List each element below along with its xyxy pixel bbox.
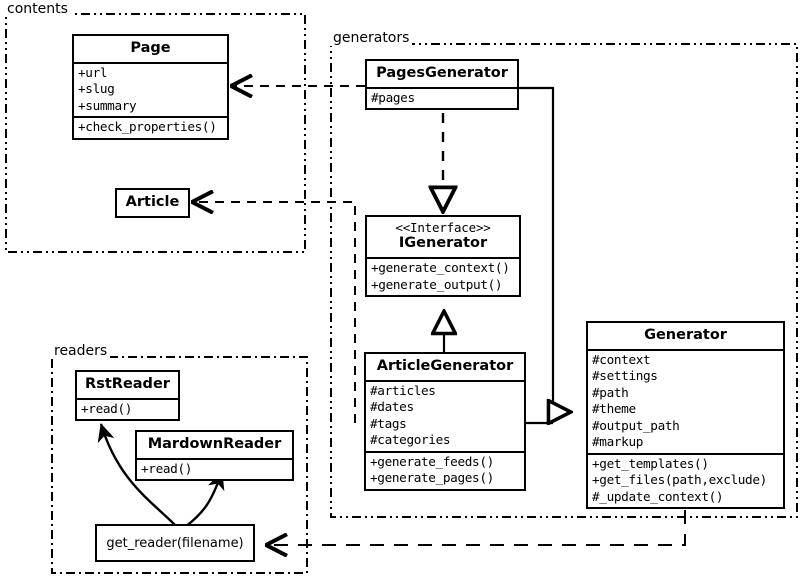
class-operations-igenerator: +generate_context() +generate_output()	[367, 257, 519, 295]
attribute-row: #markup	[592, 434, 644, 450]
package-border-generators	[330, 43, 798, 518]
function-name-get-reader: get_reader(filename)	[106, 535, 244, 551]
attribute-row: #categories	[370, 432, 451, 448]
attribute-row: #pages	[371, 89, 415, 105]
attribute-row: #theme	[592, 401, 636, 417]
class-name-rstreader: RstReader	[85, 376, 170, 392]
class-operations-rstreader: +read()	[77, 397, 178, 420]
attribute-row: #tags	[370, 415, 407, 431]
generalization-pagesgenerator-to-generator	[519, 86, 572, 412]
package-border-readers	[51, 356, 308, 574]
attribute-row: +summary	[78, 97, 137, 113]
attribute-row: #path	[592, 384, 629, 400]
class-box-article[interactable]: Article	[115, 188, 190, 218]
class-name-mardownreader: MardownReader	[147, 436, 282, 452]
dependency-articlegenerator-to-article	[193, 202, 356, 423]
operation-row: +get_templates()	[592, 455, 709, 471]
class-operations-articlegenerator: +generate_feeds() +generate_pages()	[366, 450, 524, 489]
class-box-page[interactable]: Page +url +slug +summary +check_properti…	[72, 34, 229, 140]
create-getreader-to-rstreader	[97, 423, 176, 526]
attribute-row: +slug	[78, 81, 115, 97]
attribute-row: #articles	[370, 382, 436, 398]
class-stereotype-igenerator: <<Interface>>	[395, 220, 491, 235]
class-attributes-generator: #context #settings #path #theme #output_…	[588, 348, 783, 453]
operation-row: +generate_output()	[371, 276, 503, 292]
class-box-mardownreader[interactable]: MardownReader +read()	[135, 430, 294, 482]
operation-row: +read()	[141, 460, 193, 476]
class-box-generator[interactable]: Generator #context #settings #path #them…	[586, 321, 785, 510]
class-attributes-pagesgenerator: #pages	[367, 86, 517, 109]
operation-row: +generate_pages()	[370, 470, 494, 486]
class-operations-generator: +get_templates() +get_files(path,exclude…	[588, 452, 783, 508]
operation-row: +generate_feeds()	[370, 453, 494, 469]
package-border-contents	[5, 13, 306, 253]
package-label-contents: contents	[4, 1, 71, 17]
dependency-generator-to-getreader	[267, 510, 686, 545]
class-attributes-page: +url +slug +summary	[74, 61, 227, 117]
class-name-text-igenerator: IGenerator	[398, 235, 488, 252]
operation-row: +get_files(path,exclude)	[592, 472, 767, 488]
class-name-generator: Generator	[644, 327, 727, 343]
class-name-igenerator: <<Interface>> IGenerator	[367, 217, 519, 257]
class-name-articlegenerator: ArticleGenerator	[376, 358, 514, 374]
class-box-rstreader[interactable]: RstReader +read()	[75, 370, 180, 422]
operation-row: +read()	[81, 400, 133, 416]
class-operations-mardownreader: +read()	[137, 457, 292, 480]
operation-row: +check_properties()	[78, 119, 217, 135]
attribute-row: #settings	[592, 368, 658, 384]
class-box-pagesgenerator[interactable]: PagesGenerator #pages	[365, 59, 519, 111]
class-name-page: Page	[130, 40, 171, 56]
function-box-get-reader[interactable]: get_reader(filename)	[95, 524, 255, 562]
class-name-pagesgenerator: PagesGenerator	[376, 65, 508, 81]
attribute-row: #context	[592, 351, 651, 367]
attribute-row: #output_path	[592, 417, 680, 433]
class-attributes-articlegenerator: #articles #dates #tags #categories	[366, 379, 524, 451]
class-box-articlegenerator[interactable]: ArticleGenerator #articles #dates #tags …	[364, 352, 526, 491]
attribute-row: #dates	[370, 399, 414, 415]
attribute-row: +url	[78, 64, 108, 80]
class-box-igenerator[interactable]: <<Interface>> IGenerator +generate_conte…	[365, 215, 521, 298]
class-operations-page: +check_properties()	[74, 116, 227, 138]
operation-row: +generate_context()	[371, 260, 510, 276]
operation-row: #_update_context()	[592, 488, 724, 504]
package-label-readers: readers	[51, 343, 111, 359]
class-name-article: Article	[125, 194, 180, 210]
package-label-generators: generators	[330, 30, 413, 46]
